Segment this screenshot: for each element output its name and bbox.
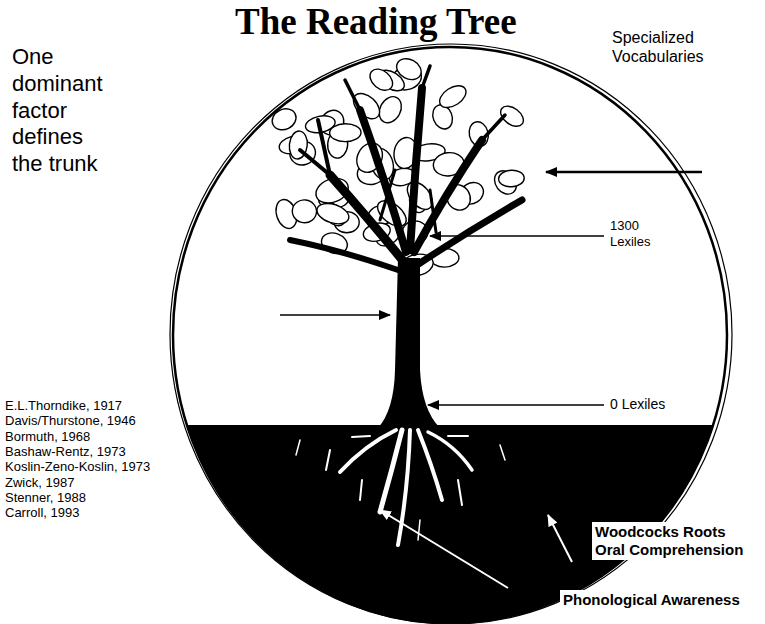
leaf (366, 65, 397, 95)
root (296, 440, 300, 455)
reference: Koslin-Zeno-Koslin, 1973 (5, 459, 155, 474)
leaf (393, 55, 425, 84)
leaf (436, 81, 470, 112)
reference: Bashaw-Rentz, 1973 (5, 444, 155, 459)
branch (430, 190, 436, 232)
reference-list: E.L.Thorndike, 1917Davis/Thurstone, 1946… (5, 398, 155, 521)
root (340, 430, 396, 472)
root (352, 436, 370, 437)
leader-arrow (430, 235, 604, 237)
callout-label: Specialized Vocabularies (612, 28, 737, 66)
branch (414, 140, 482, 252)
root (500, 445, 505, 460)
leaf (498, 170, 524, 188)
root (448, 435, 468, 437)
leader-arrow (548, 515, 572, 562)
soil (0, 425, 765, 624)
reference: Stenner, 1988 (5, 490, 155, 505)
root (360, 480, 362, 500)
trunk (378, 258, 440, 428)
branch (318, 120, 330, 175)
callout-label: One dominant factor defines the trunk (12, 44, 112, 178)
branch (290, 240, 398, 270)
branch (380, 170, 395, 220)
leaf (329, 124, 361, 142)
reference: Bormuth, 1968 (5, 429, 155, 444)
root (458, 480, 462, 505)
reference: E.L.Thorndike, 1917 (5, 398, 155, 413)
branch (482, 115, 505, 140)
root (326, 450, 330, 470)
reference: Carroll, 1993 (5, 505, 155, 520)
branch (345, 80, 360, 110)
leaf (291, 199, 318, 225)
leaf (269, 105, 300, 134)
reference: Zwick, 1987 (5, 475, 155, 490)
canopy (269, 55, 527, 279)
title: The Reading Tree (235, 2, 517, 43)
scale-label: 0 Lexiles (610, 396, 665, 413)
root (380, 430, 402, 512)
leader-arrow (280, 314, 390, 316)
roots (296, 430, 505, 545)
branch (410, 88, 422, 250)
branch (360, 110, 406, 252)
leader-arrow (546, 171, 702, 174)
leaf (314, 200, 351, 228)
callout-label: Phonological Awareness (560, 590, 743, 610)
branches (290, 66, 522, 270)
branch (422, 66, 430, 88)
scale-label: 1300 Lexiles (610, 218, 662, 249)
root (428, 432, 472, 470)
root (418, 430, 442, 500)
leader-arrow (380, 510, 508, 588)
reference: Davis/Thurstone, 1946 (5, 413, 155, 428)
callout-label: Woodcocks Roots Oral Comprehension (592, 522, 760, 560)
leader-arrow (428, 404, 604, 406)
root (418, 520, 420, 540)
leaf (497, 102, 527, 130)
